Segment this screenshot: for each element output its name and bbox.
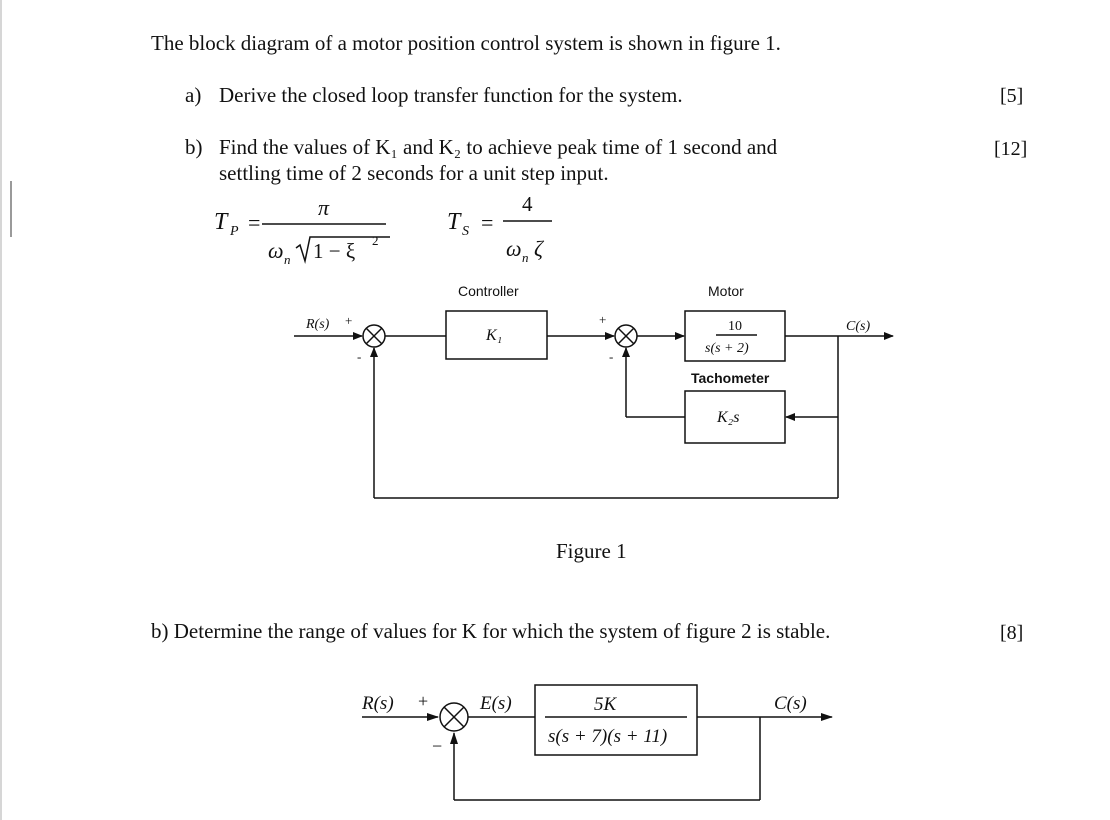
fig2-minus: − bbox=[432, 736, 442, 756]
tp-radical bbox=[295, 236, 390, 264]
question-b-label: b) bbox=[185, 135, 203, 159]
tp-equals: = bbox=[248, 210, 260, 235]
page-left-edge bbox=[0, 0, 2, 820]
ts-den-zeta: ζ bbox=[534, 236, 545, 261]
ts-subscript: S bbox=[462, 224, 469, 239]
fig1-output-label: C(s) bbox=[846, 319, 870, 334]
fig1-input-label: R(s) bbox=[305, 317, 330, 332]
controller-gain: K₁ bbox=[485, 327, 502, 344]
question-b-line1: Find the values of K₁ and K₂ to achieve … bbox=[219, 135, 778, 159]
ts-symbol: T bbox=[447, 209, 462, 235]
plant-block bbox=[534, 684, 698, 756]
ts-equals: = bbox=[481, 210, 493, 235]
motor-numerator: 10 bbox=[728, 319, 742, 334]
ts-den-omega: ω bbox=[506, 236, 522, 261]
ts-den-subscript: n bbox=[522, 250, 529, 265]
question-c-text: b) Determine the range of values for K f… bbox=[151, 619, 831, 643]
question-c-marks: [8] bbox=[1000, 622, 1024, 644]
controller-block bbox=[445, 310, 548, 360]
tp-den-power: 2 bbox=[372, 233, 379, 248]
fig2-input-label: R(s) bbox=[361, 693, 394, 714]
ts-numerator: 4 bbox=[522, 192, 533, 216]
tp-den-radicand: 1 − ξ bbox=[313, 239, 355, 263]
figure-1-caption: Figure 1 bbox=[556, 539, 627, 563]
fig2-plus: + bbox=[418, 691, 428, 711]
tachometer-gain: K₂s bbox=[716, 409, 739, 426]
question-a-label: a) bbox=[185, 83, 202, 107]
fig1-minus-1: - bbox=[357, 349, 361, 364]
controller-title: Controller bbox=[458, 283, 519, 299]
fig1-plus-1: + bbox=[345, 313, 352, 328]
tp-den-omega: ω bbox=[268, 238, 284, 263]
motor-title: Motor bbox=[708, 283, 744, 299]
plant-denominator: s(s + 7)(s + 11) bbox=[548, 726, 667, 747]
question-a-marks: [5] bbox=[1000, 85, 1024, 107]
tachometer-title: Tachometer bbox=[691, 370, 770, 386]
question-b-marks: [12] bbox=[994, 138, 1028, 160]
tp-subscript: P bbox=[229, 224, 239, 239]
tp-symbol: T bbox=[214, 209, 229, 235]
intro-text: The block diagram of a motor position co… bbox=[151, 31, 781, 55]
question-a-text: Derive the closed loop transfer function… bbox=[219, 83, 683, 107]
fig1-minus-2: - bbox=[609, 349, 613, 364]
tp-numerator: π bbox=[318, 195, 330, 220]
fig2-output-label: C(s) bbox=[774, 693, 807, 714]
tp-den-subscript: n bbox=[284, 252, 291, 267]
plant-numerator: 5K bbox=[594, 694, 618, 715]
fig1-plus-2: + bbox=[599, 312, 606, 327]
motor-denominator: s(s + 2) bbox=[705, 341, 749, 356]
page-margin-marker bbox=[10, 181, 12, 237]
question-b-line2: settling time of 2 seconds for a unit st… bbox=[219, 161, 609, 185]
error-label: E(s) bbox=[479, 693, 512, 714]
